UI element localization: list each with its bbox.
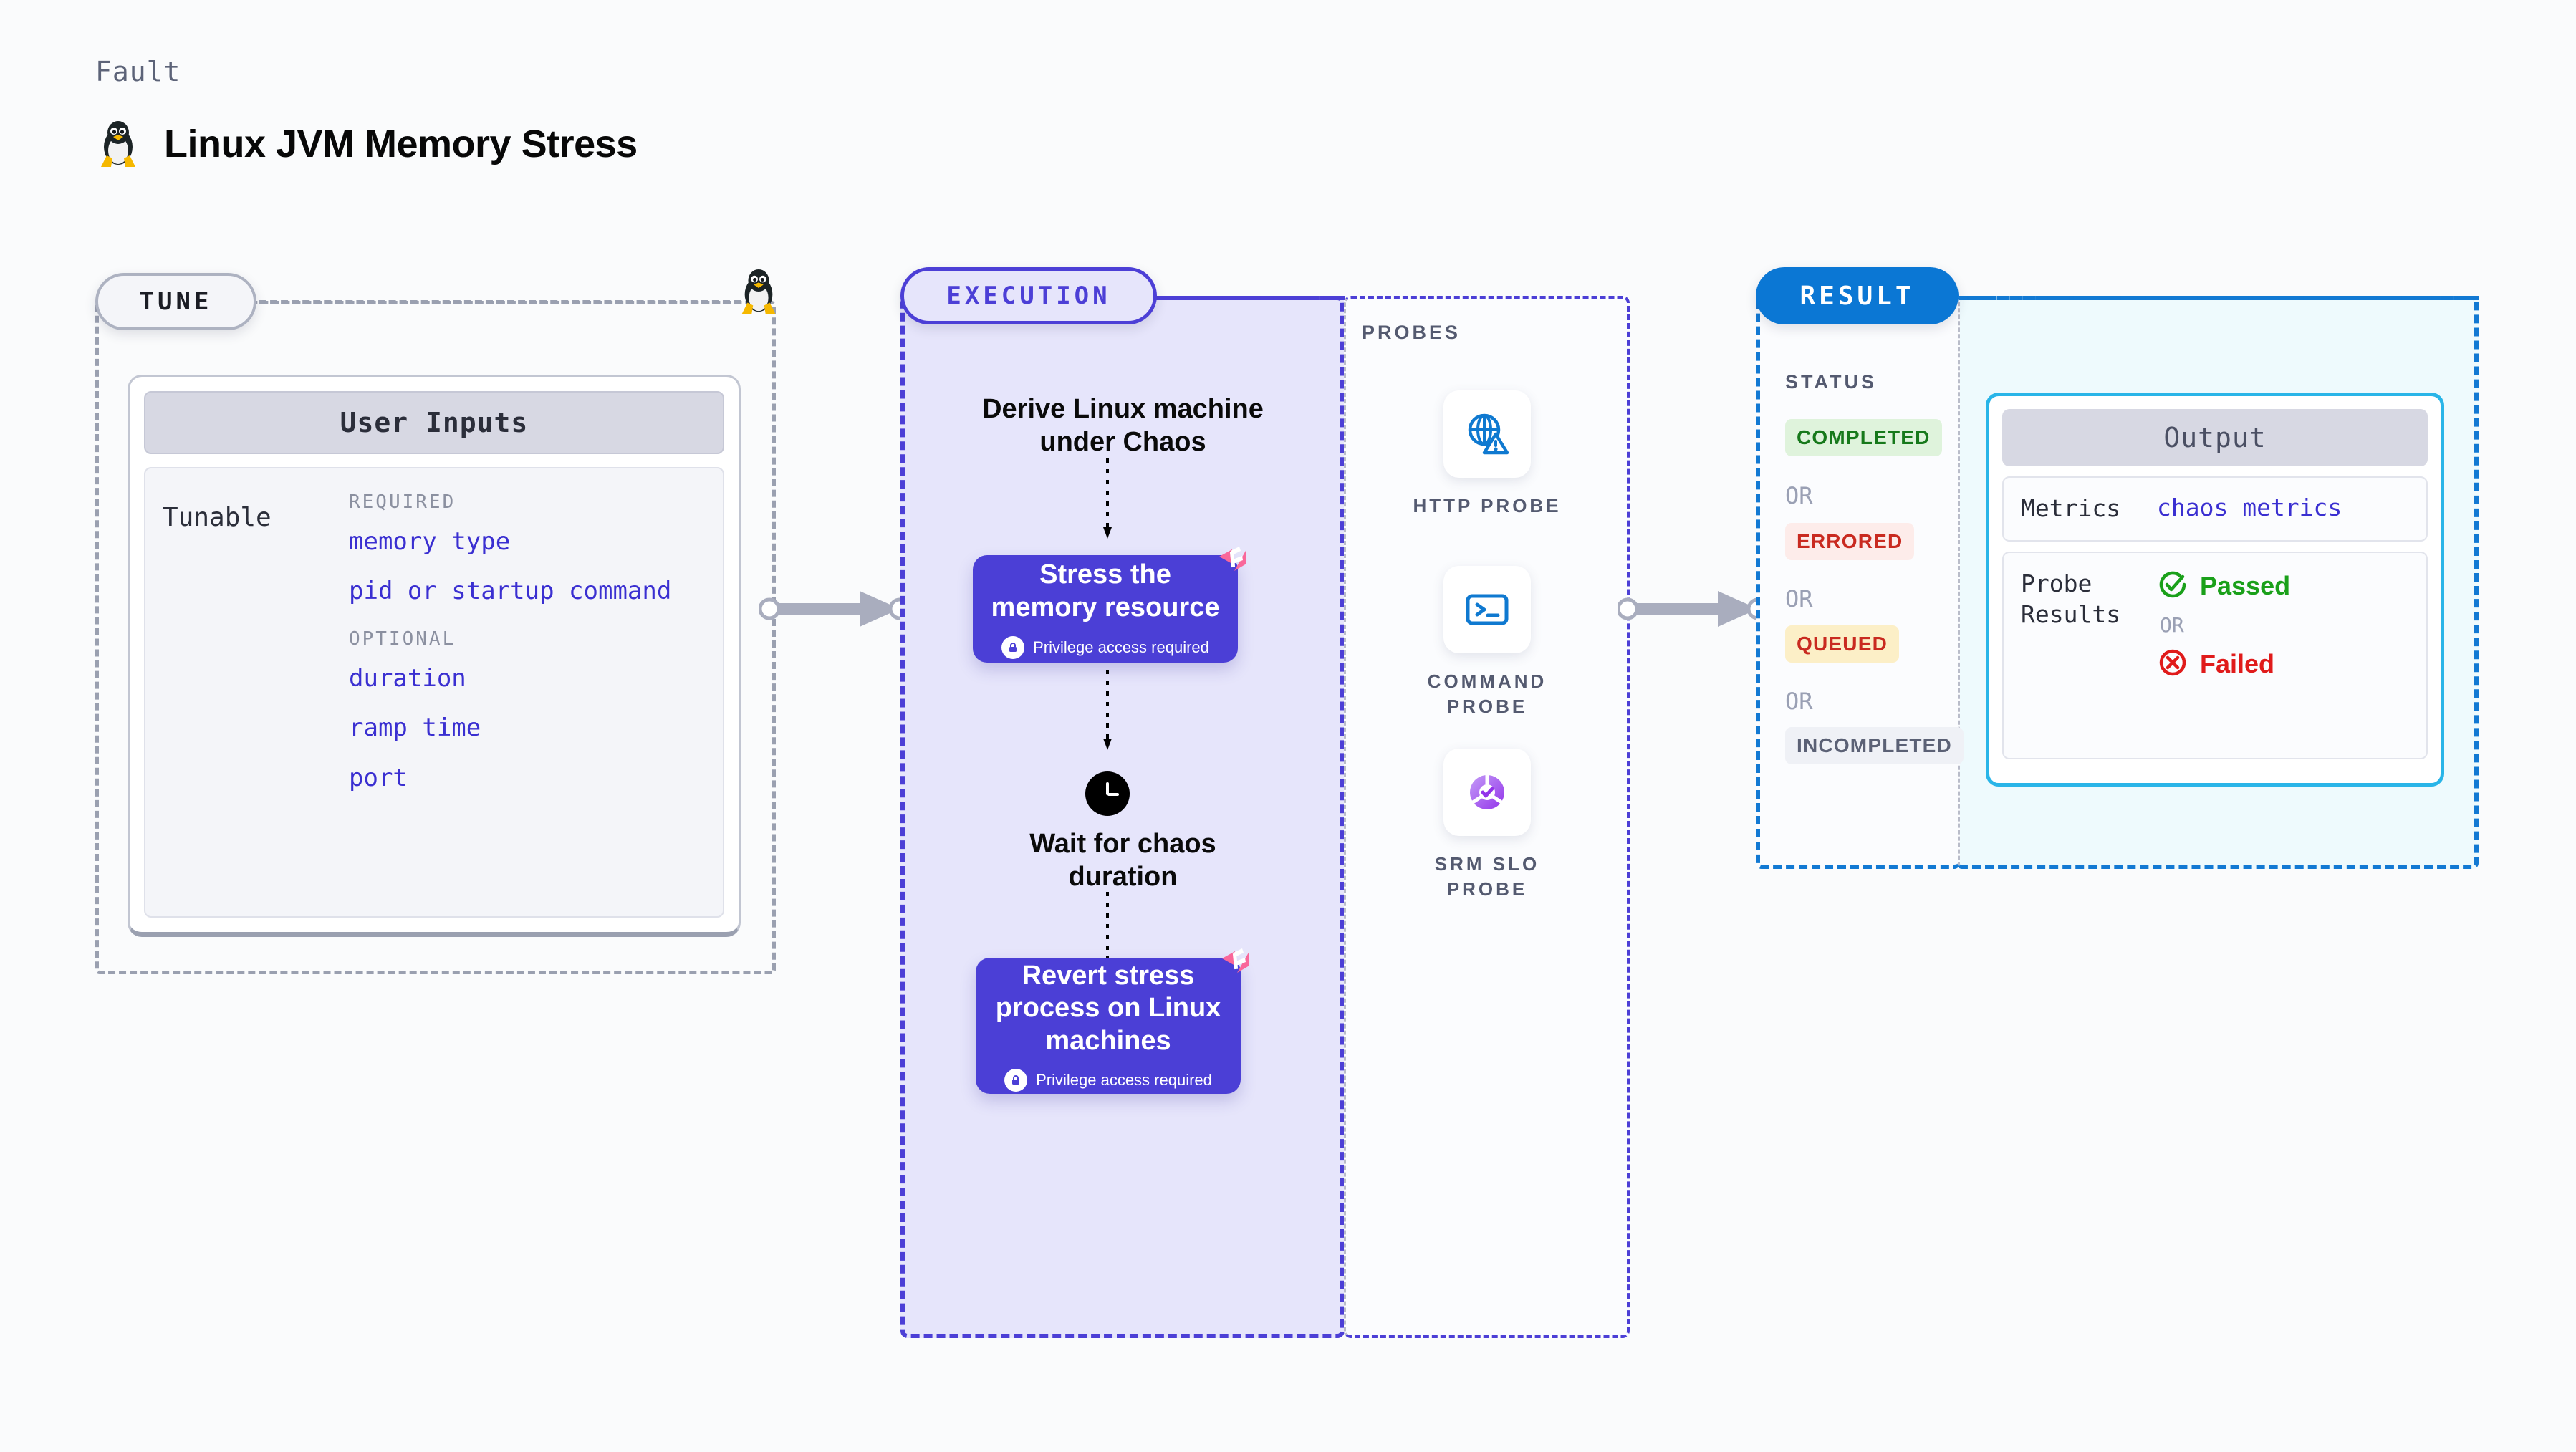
probe-http-label: HTTP PROBE [1413,495,1562,516]
tune-top-connector [259,300,741,304]
page-title-row: Linux JVM Memory Stress [95,118,638,170]
execution-node-stress-memory-title: Stress the memory resource [991,559,1220,622]
status-or-1: OR [1785,482,1813,509]
check-circle-icon [2157,569,2188,603]
status-badge-incompleted: INCOMPLETED [1785,727,1964,764]
probe-command-label: COMMAND PROBE [1427,670,1547,718]
execution-node-revert-stress-title: Revert stress process on Linux machines [995,960,1221,1056]
execution-node-stress-memory-note: Privilege access required [1001,635,1209,659]
output-title: Output [2002,409,2428,466]
execution-node-revert-stress-note-text: Privilege access required [1036,1071,1212,1090]
clock-icon [1085,771,1130,816]
execution-step-wait-for-chaos-duration: Wait for chaos duration [1029,829,1216,893]
result-top-connector [1959,296,2479,300]
output-probe-results-row: Probe Results Passed OR [2002,551,2428,759]
probes-title: PROBES [1362,322,1461,343]
execution-node-stress-memory[interactable]: Stress the memory resource Privilege acc… [973,555,1238,663]
tunable-list: REQUIRED memory type pid or startup comm… [349,489,723,916]
page-kicker: Fault [95,56,181,87]
probe-command[interactable]: COMMAND PROBE [1380,566,1595,719]
execution-node-revert-stress-note: Privilege access required [1004,1069,1212,1092]
status-or-2: OR [1785,585,1813,612]
harness-logo-icon [1218,944,1254,983]
output-result-passed: Passed [2157,569,2290,603]
tunable-item-duration[interactable]: duration [349,663,466,693]
user-inputs-card: User Inputs Tunable REQUIRED memory type… [128,375,741,937]
tune-linux-penguin-icon [736,266,781,319]
status-or-3: OR [1785,688,1813,715]
probe-http[interactable]: HTTP PROBE [1380,390,1595,519]
connector-execution-to-result [1616,584,1769,637]
tunable-item-memory-type[interactable]: memory type [349,527,511,556]
lock-icon [1001,635,1025,659]
probe-srm-slo-label: SRM SLO PROBE [1434,853,1540,900]
execution-badge[interactable]: EXECUTION [900,267,1157,324]
x-circle-icon [2157,647,2188,681]
result-badge[interactable]: RESULT [1756,267,1959,324]
tune-badge[interactable]: TUNE [95,273,256,330]
status-badge-completed: COMPLETED [1785,419,1942,456]
execution-node-revert-stress[interactable]: Revert stress process on Linux machines … [976,958,1241,1094]
output-result-failed: Failed [2157,647,2290,681]
execution-node-stress-memory-note-text: Privilege access required [1033,638,1209,656]
harness-logo-icon [1215,542,1251,581]
tunable-group-optional-label: OPTIONAL [349,628,456,650]
slo-donut-check-icon [1443,749,1531,836]
output-metrics-value[interactable]: chaos metrics [2157,494,2342,521]
tunable-item-pid-or-startup-command[interactable]: pid or startup command [349,577,672,606]
lock-icon [1004,1069,1028,1092]
tunable-item-ramp-time[interactable]: ramp time [349,713,481,743]
user-inputs-title: User Inputs [144,391,724,454]
output-result-or: OR [2160,612,2184,637]
terminal-icon [1443,566,1531,653]
execution-panel [900,296,1345,1338]
execution-step-derive-linux-machine: Derive Linux machine under Chaos [982,394,1264,458]
output-metrics-row: Metrics chaos metrics [2002,476,2428,542]
output-metrics-label: Metrics [2021,494,2121,522]
output-card: Output Metrics chaos metrics Probe Resul… [1986,393,2444,787]
output-probe-results-values: Passed OR Failed [2157,569,2290,681]
tunable-label: Tunable [163,503,271,532]
probe-srm-slo[interactable]: SRM SLO PROBE [1380,749,1595,902]
execution-top-connector [1160,296,1345,300]
tunable-item-port[interactable]: port [349,763,408,792]
status-badge-errored: ERRORED [1785,523,1915,560]
globe-alert-icon [1443,390,1531,478]
tunable-group-required-label: REQUIRED [349,491,456,513]
linux-penguin-icon [95,118,141,170]
connector-tune-to-execution [758,584,911,637]
status-badge-queued: QUEUED [1785,625,1899,663]
output-result-failed-label: Failed [2200,648,2275,678]
result-status-panel [1756,296,1960,869]
page-title: Linux JVM Memory Stress [164,122,638,165]
status-title: STATUS [1785,371,1877,393]
user-inputs-body: Tunable REQUIRED memory type pid or star… [144,467,724,918]
execution-arrow-1 [1100,458,1115,544]
output-probe-results-label: Probe Results [2021,569,2121,628]
output-result-passed-label: Passed [2200,570,2291,600]
execution-arrow-2 [1100,670,1115,755]
